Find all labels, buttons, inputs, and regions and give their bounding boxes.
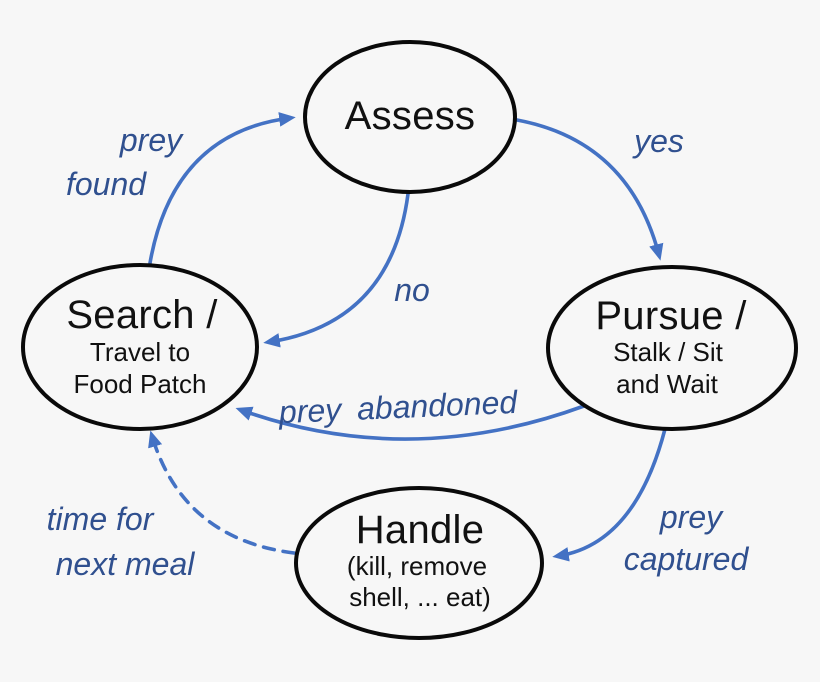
node-search-subtitle-line2: Food Patch <box>73 369 207 399</box>
edge-assess-to-search <box>263 192 410 348</box>
edge-pursue-to-handle <box>552 427 667 562</box>
edge-label-no: no <box>394 272 430 308</box>
node-assess-title: Assess <box>344 94 476 138</box>
node-handle-subtitle-line2: shell, ... eat) <box>349 582 491 612</box>
edge-search-to-assess <box>148 112 296 265</box>
node-handle-ellipse <box>294 486 544 640</box>
edge-pursue-to-search <box>235 404 586 441</box>
node-assess-ellipse <box>303 40 517 194</box>
edge-label-prey-captured-line1: prey <box>659 499 723 535</box>
node-search-ellipse <box>21 263 259 431</box>
node-handle-subtitle-line1: (kill, remove <box>346 551 488 581</box>
edge-assess-to-pursue <box>515 118 664 261</box>
node-pursue-subtitle-line1: Stalk / Sit <box>613 337 723 367</box>
node-pursue-title: Pursue / <box>595 294 747 338</box>
node-search-title: Search / <box>66 293 218 337</box>
edge-handle-to-search-dashed <box>148 430 296 555</box>
node-handle-title: Handle <box>355 508 485 552</box>
edge-label-time-for-next-meal-line2: next meal <box>55 546 195 582</box>
edge-label-prey-captured-line2: captured <box>623 541 749 577</box>
node-search-subtitle-line1: Travel to <box>89 337 191 367</box>
node-pursue-subtitle-line2: and Wait <box>616 369 718 399</box>
node-pursue-ellipse <box>546 265 798 431</box>
edge-label-prey-found-line2: found <box>65 166 147 202</box>
edge-label-yes: yes <box>634 123 684 159</box>
edge-label-prey-found-line1: prey <box>119 122 183 158</box>
edge-label-time-for-next-meal-line1: time for <box>46 501 154 537</box>
